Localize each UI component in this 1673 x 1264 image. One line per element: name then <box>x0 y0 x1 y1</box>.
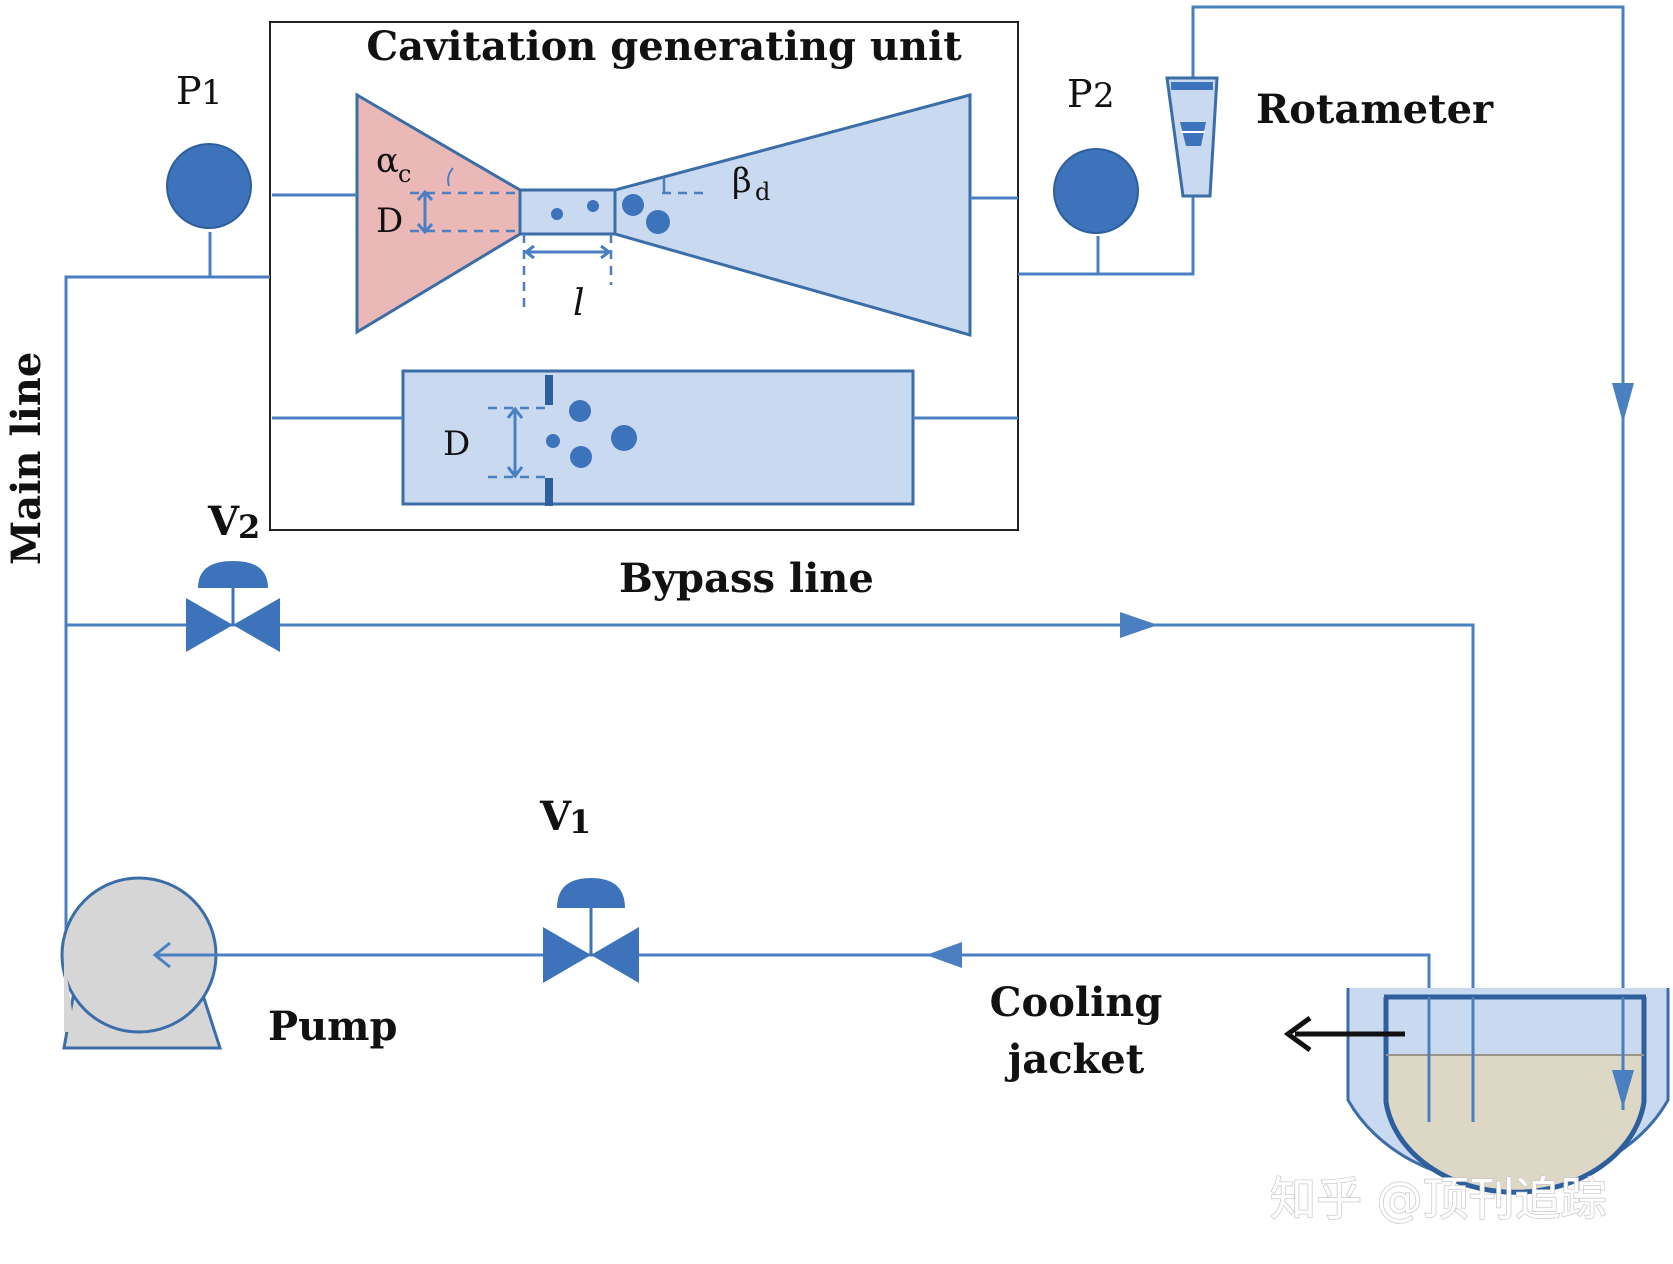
v2-label: V <box>207 498 240 545</box>
cavity-bubble <box>646 210 670 234</box>
v1-subscript: 1 <box>569 803 591 841</box>
v2-subscript: 2 <box>238 508 260 546</box>
cavity-bubble <box>570 446 592 468</box>
pressure-gauge-p2-icon <box>1053 148 1139 234</box>
beta-d-label: β <box>732 161 752 201</box>
orifice-device <box>401 369 915 506</box>
rotameter-label: Rotameter <box>1256 86 1494 133</box>
cavity-bubble <box>569 400 591 422</box>
rotameter-icon <box>1165 76 1219 198</box>
cavity-bubble <box>587 200 599 212</box>
d-orifice-label: D <box>443 424 470 464</box>
cooling-label: Cooling <box>990 979 1163 1026</box>
venturi-device <box>355 92 972 337</box>
p2-subscript: 2 <box>1093 76 1115 116</box>
flow-arrow <box>926 942 962 968</box>
pump-label: Pump <box>268 1003 397 1050</box>
cavity-bubble <box>622 194 644 216</box>
jacket-label: jacket <box>1005 1036 1145 1083</box>
alpha-c-subscript: c <box>398 160 411 188</box>
coolant-outlet-arrow <box>1283 1015 1405 1053</box>
p1-label: P <box>176 69 202 113</box>
valve-v2-icon <box>186 561 280 652</box>
unit-title: Cavitation generating unit <box>366 23 962 70</box>
flow-arrow <box>1120 612 1158 638</box>
cavity-bubble <box>611 425 637 451</box>
d-venturi-label: D <box>376 201 403 241</box>
pressure-gauge-p1-icon <box>166 143 252 229</box>
beta-d-subscript: d <box>755 178 770 206</box>
venturi-throat <box>518 188 617 236</box>
flow-arrow <box>1612 1070 1634 1108</box>
flow-arrow <box>1612 383 1634 423</box>
orifice-body <box>401 369 915 506</box>
venturi-diverging-section <box>613 93 972 337</box>
l-length-label: l <box>573 283 585 324</box>
p1-subscript: 1 <box>201 73 223 113</box>
alpha-c-label: α <box>376 141 399 181</box>
pump-icon <box>60 876 223 1050</box>
p2-label: P <box>1067 72 1093 116</box>
bypass-line-label: Bypass line <box>619 555 874 602</box>
watermark: 知乎 @顶刊追踪 <box>1270 1172 1607 1226</box>
valve-v1-icon <box>543 878 639 983</box>
main-line-label: Main line <box>3 352 50 565</box>
cavity-bubble <box>546 434 560 448</box>
v1-label: V <box>539 793 572 840</box>
cavity-bubble <box>551 208 563 220</box>
